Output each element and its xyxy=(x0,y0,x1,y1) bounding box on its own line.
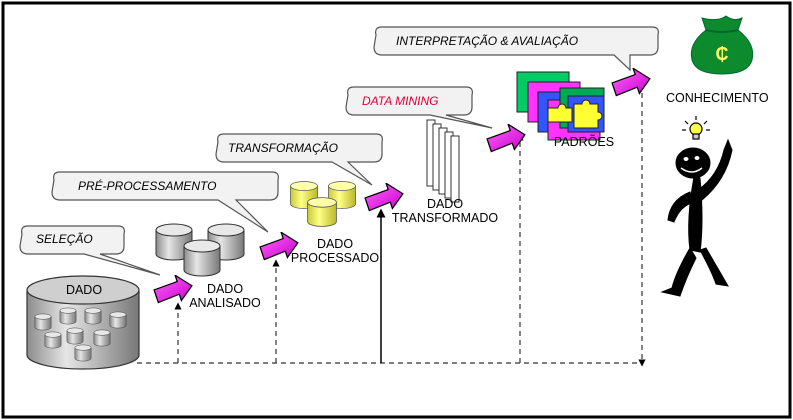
node-label-dado-transformado-2: TRANSFORMADO xyxy=(391,211,499,225)
callout-selecao xyxy=(19,225,161,276)
lightbulb-icon xyxy=(682,116,710,140)
stick-figure-icon xyxy=(660,138,733,297)
document-stack-icon xyxy=(426,119,460,203)
node-label-dado-transformado-1: DADO xyxy=(426,197,464,211)
stage-label-pre-processamento: PRÉ-PROCESSAMENTO xyxy=(78,179,217,193)
callout-transformacao xyxy=(215,133,383,186)
stage-label-data-mining: DATA MINING xyxy=(362,94,439,108)
stage-label-selecao: SELEÇÃO xyxy=(36,232,93,246)
money-bag-icon xyxy=(690,15,754,75)
node-label-padroes: PADRÕES xyxy=(553,135,615,149)
node-label-dado-analisado-1: DADO xyxy=(206,282,244,296)
node-label-dado-processado-1: DADO xyxy=(316,237,354,251)
database-icon xyxy=(26,275,140,370)
feedback-loop xyxy=(137,75,646,367)
node-label-dado-analisado-2: ANALISADO xyxy=(189,296,261,310)
node-label-conhecimento: CONHECIMENTO xyxy=(666,91,769,105)
money-bag-symbol: ₵ xyxy=(715,44,729,64)
node-label-dado-processado-2: PROCESSADO xyxy=(290,251,380,265)
stage-label-interpretacao: INTERPRETAÇÃO & AVALIAÇÃO xyxy=(396,34,579,48)
callouts xyxy=(19,26,659,276)
callout-data-mining xyxy=(345,86,493,129)
callout-interpretacao xyxy=(373,26,659,72)
node-label-dado: DADO xyxy=(65,283,103,297)
callout-pre-processamento xyxy=(51,171,279,233)
stage-label-transformacao: TRANSFORMAÇÃO xyxy=(228,141,339,155)
puzzle-icon xyxy=(516,71,605,141)
